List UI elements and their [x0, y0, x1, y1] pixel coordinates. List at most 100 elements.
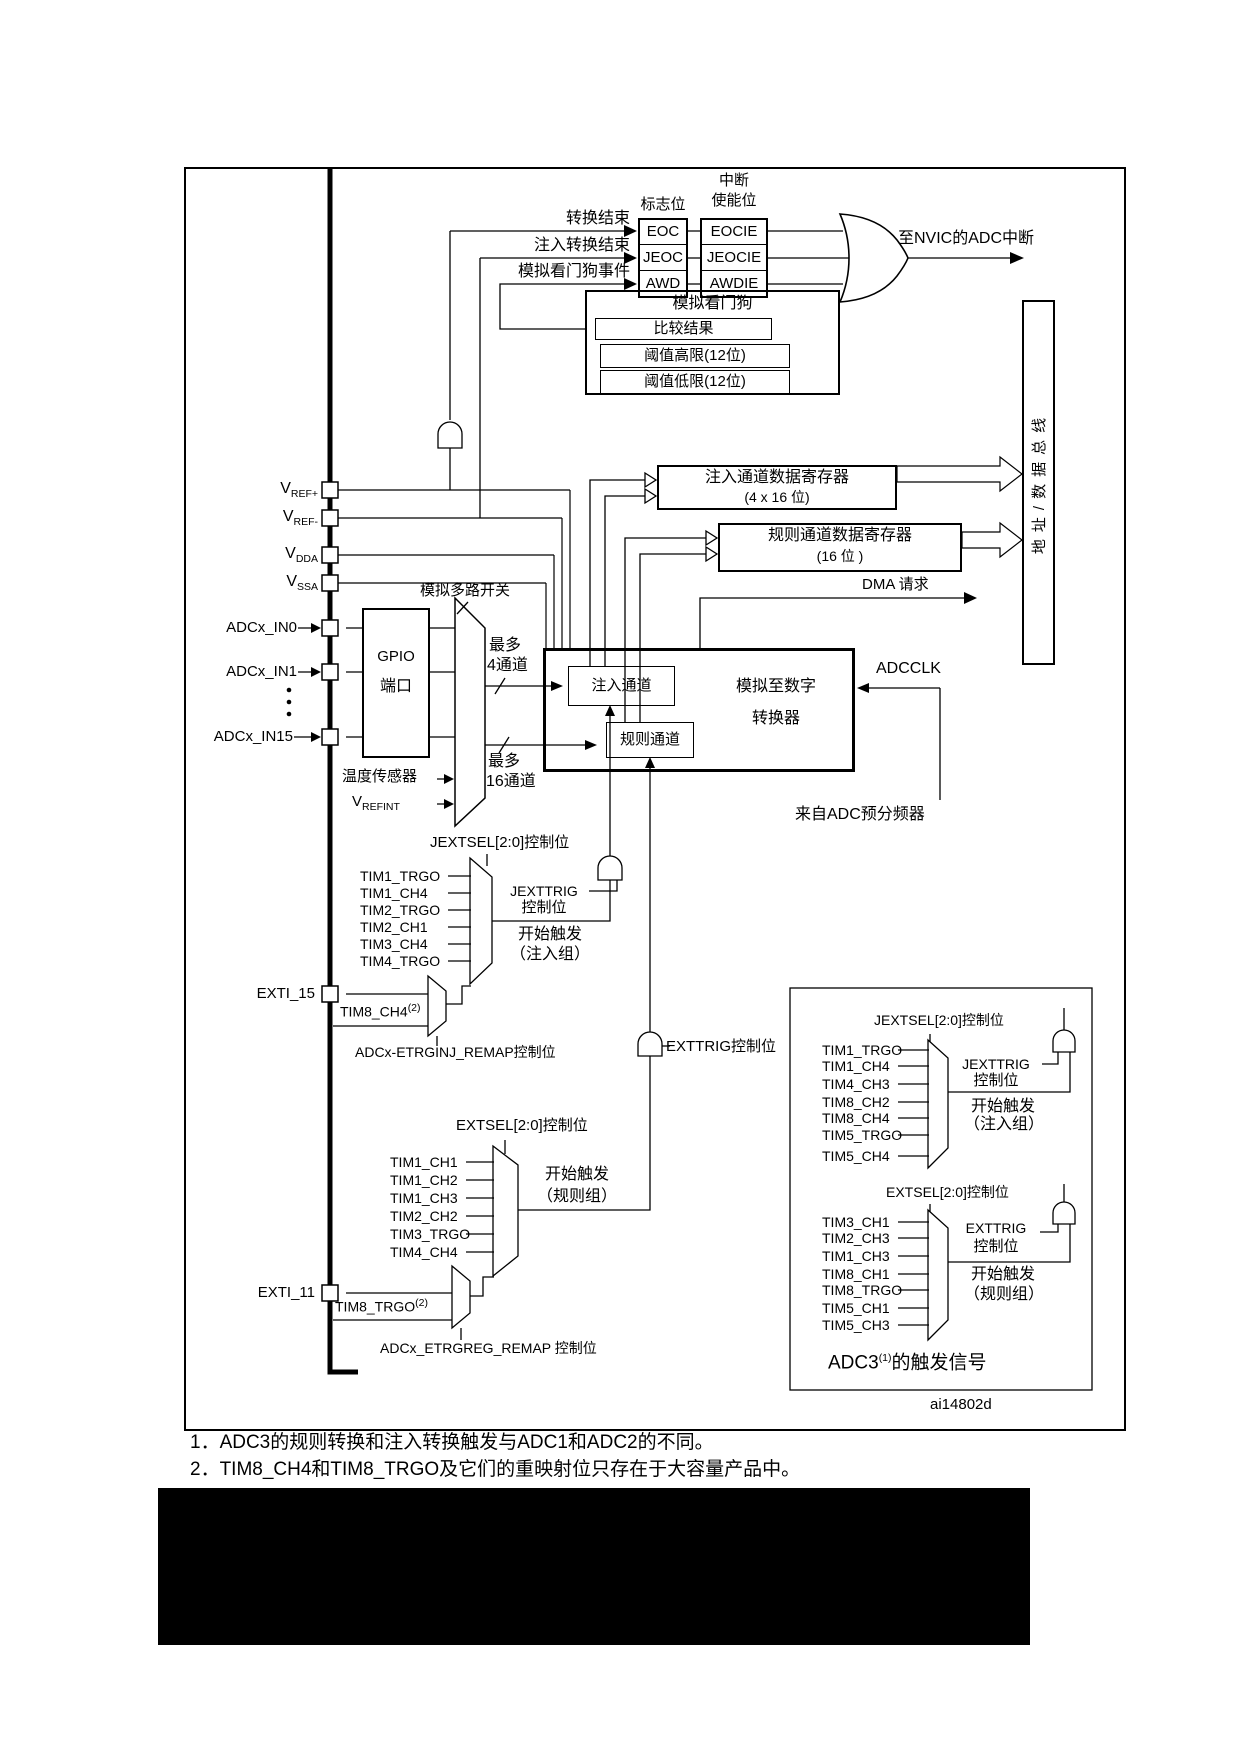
injected-register-title: 注入通道数据寄存器 [704, 469, 849, 486]
adc3-extsel-label: EXTSEL[2:0]控制位 [886, 1184, 1009, 1200]
adc3-trigger-input: TIM1_CH3 [822, 1248, 890, 1264]
adc3-trigger-input: TIM8_CH4 [822, 1110, 890, 1126]
trigger-input: TIM1_CH1 [390, 1154, 458, 1170]
vdda-label: VDDA [285, 545, 318, 566]
adc-in0-label: ADCx_IN0 [226, 619, 297, 636]
adc3-trigger-input: TIM1_TRGO [822, 1042, 903, 1058]
watchdog-title: 模拟看门狗 [672, 295, 753, 312]
vrefint-label: VREFINT [352, 793, 400, 813]
exti11-label: EXTI_11 [257, 1284, 315, 1301]
adc3-trigger-input: TIM8_CH1 [822, 1266, 890, 1282]
analog-mux-title: 模拟多路开关 [420, 582, 511, 599]
adc3-reg-start-line1: 开始触发 [970, 1266, 1035, 1283]
extsel-label: EXTSEL[2:0]控制位 [456, 1117, 588, 1134]
flag-bits-box [638, 218, 688, 298]
adc3-reg-start-line2: （规则组） [963, 1286, 1044, 1303]
low-threshold-box [600, 370, 790, 394]
note-1: 1．ADC3的规则转换和注入转换触发与ADC1和ADC2的不同。 [190, 1432, 714, 1453]
exttrig-gate-icon [637, 1031, 663, 1057]
exti15-label: EXTI_15 [256, 985, 315, 1002]
enable-header-line1: 中断 [718, 172, 749, 189]
max16-label-line2: 16通道 [486, 773, 536, 790]
adc3-trigger-input: TIM3_CH1 [822, 1214, 890, 1230]
compare-result-label: 比较结果 [653, 320, 714, 337]
trigger-input: TIM1_CH2 [390, 1172, 458, 1188]
internal-bus-line [327, 168, 358, 1375]
event-label: 注入转换结束 [533, 237, 630, 254]
jexttrig-label-line1: JEXTTRIG [510, 883, 578, 899]
regular-data-register-box [718, 523, 962, 572]
trigger-input: TIM3_TRGO [390, 1226, 471, 1242]
ellipsis-dots [286, 687, 292, 717]
exttrig-label: EXTTRIG控制位 [666, 1038, 777, 1055]
dma-request-label: DMA 请求 [862, 576, 929, 593]
inj-start-label-line2: （注入组） [509, 946, 590, 963]
gpio-port-box [362, 608, 430, 758]
adc3-injected-mux-icon [927, 1038, 949, 1170]
address-data-bus-label: 地址/数据总线 [1031, 410, 1049, 555]
jextsel-label: JEXTSEL[2:0]控制位 [430, 834, 570, 851]
trigger-input: TIM2_TRGO [360, 902, 441, 918]
adc3-box-title: ADC3(1)的触发信号 [828, 1352, 987, 1374]
adc3-trigger-input: TIM5_CH3 [822, 1317, 890, 1333]
trigger-input: TIM4_CH4 [390, 1244, 458, 1260]
jexttrig-label-line2: 控制位 [521, 899, 567, 916]
trigger-input: TIM1_TRGO [360, 868, 441, 884]
flag-bit: EOC [646, 223, 680, 240]
arrowheads [311, 225, 1024, 809]
max4-label-line2: 4通道 [487, 657, 528, 674]
flag-bit: AWD [645, 275, 681, 292]
adc3-exttrig-line1: EXTTRIG [965, 1220, 1027, 1236]
tim8-ch4-label: TIM8_CH4(2) [340, 1002, 421, 1020]
injected-channels-label: 注入通道 [591, 677, 652, 694]
adc3-trigger-input: TIM1_CH4 [822, 1058, 890, 1074]
adc3-exttrig-gate-icon [1052, 1201, 1076, 1225]
note-2: 2．TIM8_CH4和TIM8_TRGO及它们的重映射位只存在于大容量产品中。 [190, 1459, 801, 1480]
inj-start-label-line1: 开始触发 [517, 926, 582, 943]
enable-bit: EOCIE [710, 223, 758, 240]
enable-bit: JEOCIE [706, 249, 762, 266]
jexttrig-gate-icon [597, 855, 623, 881]
adc3-inj-start-line2: （注入组） [963, 1116, 1044, 1133]
adc3-trigger-input: TIM8_TRGO [822, 1282, 903, 1298]
injected-channels-box [568, 666, 675, 706]
regular-channels-label: 规则通道 [619, 731, 680, 748]
redacted-block [158, 1488, 1030, 1645]
nvic-interrupt-label: 至NVIC的ADC中断 [898, 230, 1035, 247]
adc-converter-label-line1: 模拟至数字 [735, 678, 816, 695]
reg-start-label-line2: （规则组） [536, 1188, 617, 1205]
adc3-inj-start-line1: 开始触发 [970, 1098, 1035, 1115]
adc3-trigger-input: TIM5_CH1 [822, 1300, 890, 1316]
trigger-input: TIM2_CH2 [390, 1208, 458, 1224]
max4-label-line1: 最多 [489, 637, 522, 654]
high-threshold-label: 阈值高限(12位) [644, 347, 746, 364]
event-label: 转换结束 [565, 210, 630, 227]
compare-result-box [595, 318, 772, 340]
and-gate-icon [437, 421, 463, 449]
adc3-trigger-input: TIM8_CH2 [822, 1094, 890, 1110]
adc3-regular-mux-icon [927, 1208, 949, 1342]
adc3-trigger-input: TIM5_CH4 [822, 1148, 890, 1164]
inj-remap-label: ADCx-ETRGINJ_REMAP控制位 [355, 1044, 556, 1060]
trigger-input: TIM1_CH4 [360, 885, 428, 901]
reg-remap-mux-icon [451, 1264, 471, 1330]
adcclk-label: ADCCLK [876, 660, 941, 677]
trigger-input: TIM4_TRGO [360, 953, 441, 969]
regular-channels-box [606, 722, 694, 758]
bus-block-arrow-regular [961, 521, 1023, 559]
vssa-label: VSSA [286, 573, 318, 594]
regular-register-size: (16 位 ) [816, 548, 864, 564]
adc3-exttrig-line2: 控制位 [973, 1238, 1019, 1255]
adc-in15-label: ADCx_IN15 [213, 728, 293, 745]
max16-label-line1: 最多 [488, 753, 521, 770]
reg-remap-label: ADCx_ETRGREG_REMAP 控制位 [380, 1340, 597, 1356]
tim8-trgo-label: TIM8_TRGO(2) [335, 1297, 428, 1315]
analog-watchdog-box [585, 290, 840, 395]
vref-plus-label: VREF+ [280, 480, 318, 501]
trigger-input: TIM3_CH4 [360, 936, 428, 952]
flag-bit: JEOC [642, 249, 683, 266]
adc3-jexttrig-line2: 控制位 [973, 1072, 1019, 1089]
adc-core-box [543, 648, 855, 772]
low-threshold-label: 阈值低限(12位) [644, 373, 746, 390]
